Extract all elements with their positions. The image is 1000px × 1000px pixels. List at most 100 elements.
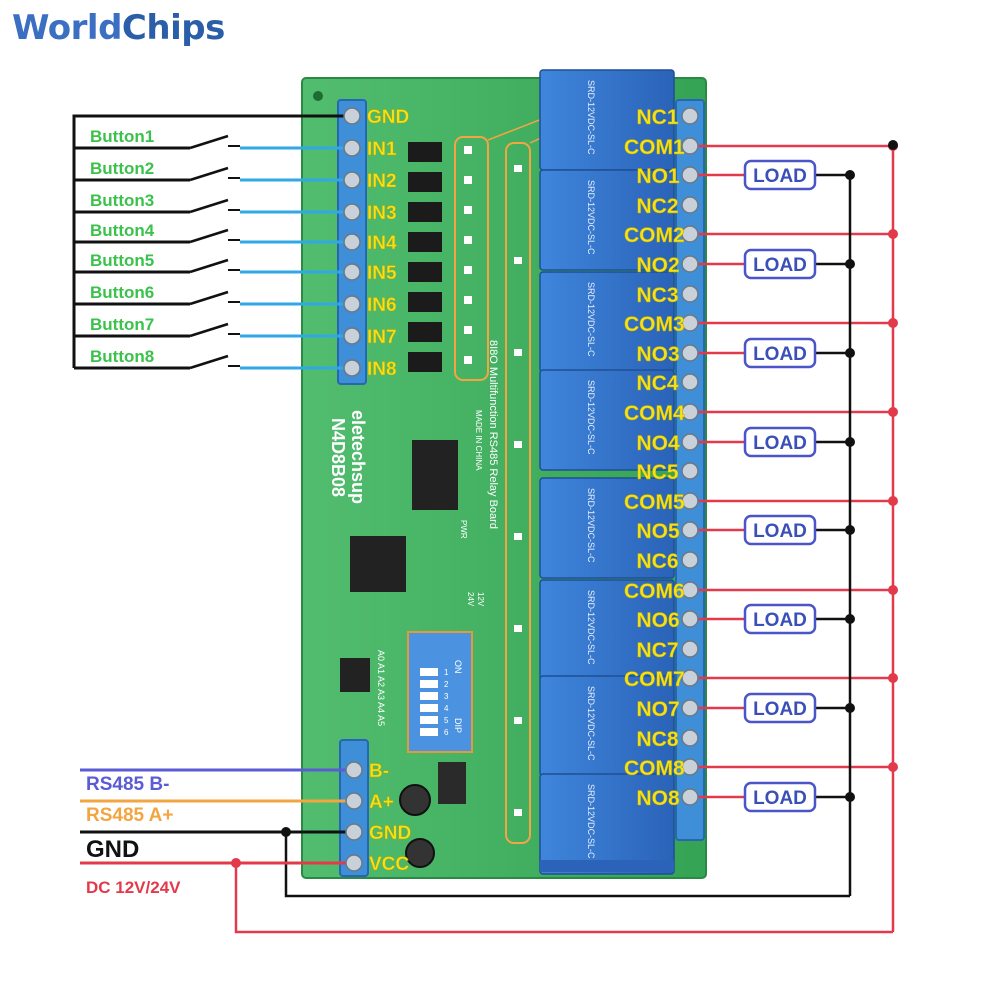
dip-switch[interactable] <box>407 631 473 753</box>
dip-knob[interactable] <box>420 680 438 688</box>
relay-screw[interactable] <box>681 640 699 658</box>
relay-terminal-label: NO8 <box>637 787 681 810</box>
addr-labels: A0 A1 A2 A3 A4 A5 <box>376 650 386 726</box>
input-led <box>464 206 472 214</box>
relay-terminal-label: COM2 <box>624 224 685 247</box>
output-led <box>514 165 522 172</box>
relay-terminal-label: NC7 <box>637 639 679 662</box>
relay-screw[interactable] <box>681 255 699 273</box>
relay-terminal-label: NC3 <box>637 284 679 307</box>
optocoupler <box>408 232 442 252</box>
input-screw[interactable] <box>343 107 361 125</box>
relay: SRD-12VDC-SL-C <box>539 369 675 471</box>
input-led <box>464 146 472 154</box>
relay-screw[interactable] <box>681 285 699 303</box>
button-label: Button4 <box>90 221 155 240</box>
input-screw[interactable] <box>343 139 361 157</box>
power-screw[interactable] <box>345 854 363 872</box>
power-terminal-label: B- <box>369 761 389 782</box>
relay-screw[interactable] <box>681 137 699 155</box>
board-description: 8I8O Multifunction RS485 Relay Board <box>487 340 499 529</box>
load-label: LOAD <box>753 788 807 809</box>
input-screw[interactable] <box>343 171 361 189</box>
relay-screw[interactable] <box>681 581 699 599</box>
relay-spec: SRD-12VDC-SL-C <box>586 686 596 761</box>
relay-terminal-label: NC5 <box>637 461 679 484</box>
relay-screw[interactable] <box>681 344 699 362</box>
power-legend-label: RS485 A+ <box>86 805 174 826</box>
output-leds <box>514 165 522 816</box>
relay-spec: SRD-12VDC-SL-C <box>586 282 596 357</box>
brand-text: eletechsup <box>348 410 368 504</box>
relay-screw[interactable] <box>681 314 699 332</box>
dip-number: 1 <box>444 668 449 677</box>
input-screw[interactable] <box>343 295 361 313</box>
relay-screw[interactable] <box>681 373 699 391</box>
power-terminal-label: A+ <box>369 792 394 813</box>
dip-label: DIP <box>453 718 463 733</box>
power-legend-label: DC 12V/24V <box>86 878 181 897</box>
input-led <box>464 326 472 334</box>
relay-base <box>540 860 674 872</box>
relay-terminal-label: COM8 <box>624 757 685 780</box>
optocoupler <box>408 292 442 312</box>
relay-terminal-label: COM6 <box>624 580 685 603</box>
input-screw[interactable] <box>343 263 361 281</box>
power-screw[interactable] <box>345 761 363 779</box>
relay-screw[interactable] <box>681 403 699 421</box>
relay-screw[interactable] <box>681 758 699 776</box>
load-box: LOAD <box>743 337 817 369</box>
power-screw[interactable] <box>345 823 363 841</box>
relay-screw[interactable] <box>681 166 699 184</box>
relay: SRD-12VDC-SL-C <box>539 69 675 171</box>
dip-number: 4 <box>444 704 449 713</box>
load-label: LOAD <box>753 521 807 542</box>
made-in-text: MADE IN CHINA <box>474 410 483 471</box>
button-label: Button3 <box>90 191 154 210</box>
relay-screw[interactable] <box>681 521 699 539</box>
relay-screw[interactable] <box>681 788 699 806</box>
dip-knob[interactable] <box>420 704 438 712</box>
dip-number: 3 <box>444 692 449 701</box>
dip-number: 5 <box>444 716 449 725</box>
dip-knob[interactable] <box>420 728 438 736</box>
relay-screw[interactable] <box>681 107 699 125</box>
relay-screw[interactable] <box>681 699 699 717</box>
input-screw[interactable] <box>343 327 361 345</box>
power-screw[interactable] <box>345 792 363 810</box>
power-terminal-label: VCC <box>369 854 409 875</box>
relay: SRD-12VDC-SL-C <box>539 169 675 271</box>
relay-screw[interactable] <box>681 610 699 628</box>
dip-knob[interactable] <box>420 668 438 676</box>
relay-terminal-label: NC2 <box>637 195 679 218</box>
relay-screw[interactable] <box>681 433 699 451</box>
optocoupler <box>408 202 442 222</box>
input-screw[interactable] <box>343 203 361 221</box>
button-label: Button8 <box>90 347 154 366</box>
relay-terminal-label: NC1 <box>637 106 679 129</box>
relay-screw[interactable] <box>681 551 699 569</box>
button-label: Button1 <box>90 127 154 146</box>
relay-screw[interactable] <box>681 196 699 214</box>
relay-screw[interactable] <box>681 462 699 480</box>
input-screw[interactable] <box>343 359 361 377</box>
dip-knob[interactable] <box>420 716 438 724</box>
dip-on-label: ON <box>453 660 463 674</box>
optocoupler <box>408 172 442 192</box>
dip-knob[interactable] <box>420 692 438 700</box>
relay-screw[interactable] <box>681 225 699 243</box>
relay-screw[interactable] <box>681 669 699 687</box>
labels-layer: GNDIN1IN2IN3IN4IN5IN6IN7IN8Button1Button… <box>86 106 817 897</box>
input-screw[interactable] <box>343 233 361 251</box>
input-terminal-label: IN3 <box>367 203 397 224</box>
capacitor-2 <box>405 838 435 868</box>
optocoupler <box>408 142 442 162</box>
input-terminal-label: IN8 <box>367 359 397 380</box>
relay-terminal-label: NO6 <box>637 609 680 632</box>
logo-word-world: World <box>12 8 122 48</box>
relay-screw[interactable] <box>681 729 699 747</box>
relay-terminal-label: NO1 <box>637 165 681 188</box>
power-legend-label: RS485 B- <box>86 774 169 795</box>
pwr-text: PWR <box>459 520 468 539</box>
relay-screw[interactable] <box>681 492 699 510</box>
